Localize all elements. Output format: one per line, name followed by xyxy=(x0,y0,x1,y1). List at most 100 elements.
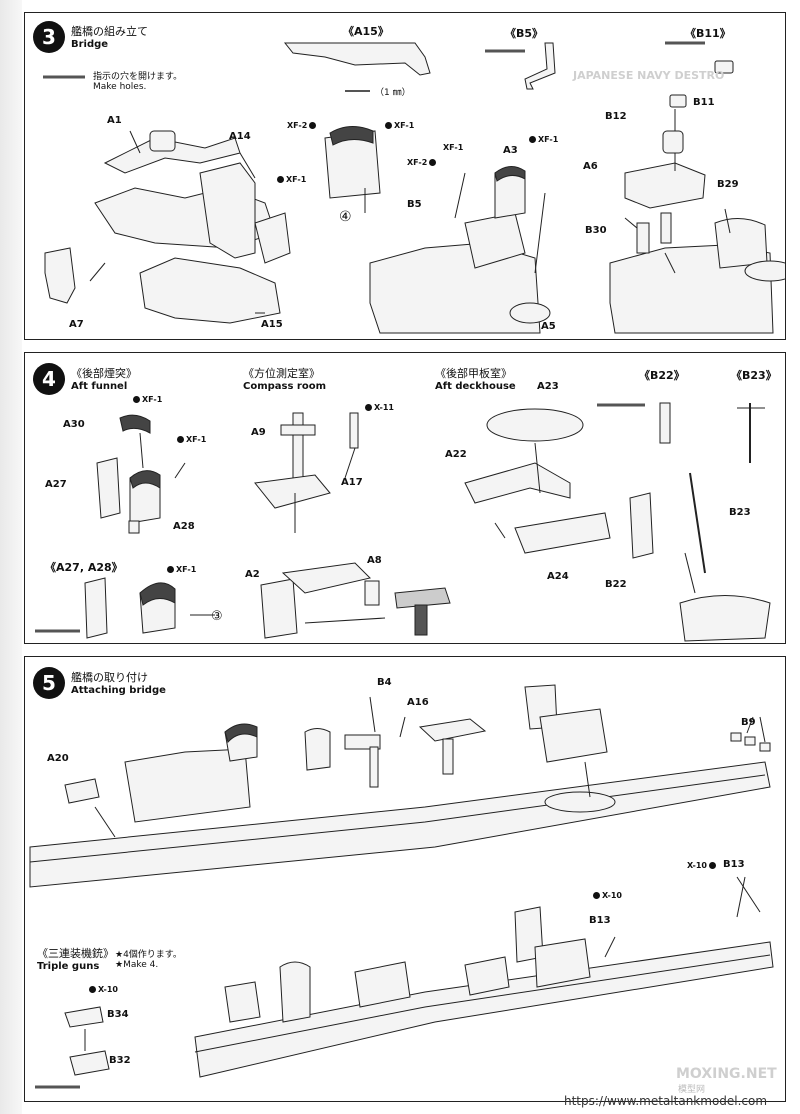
label-b23: B23 xyxy=(729,507,751,518)
watermark-sub: 模型网 xyxy=(678,1085,706,1095)
label-b13-b: B13 xyxy=(589,915,611,926)
paint-x10-c: X-10 xyxy=(87,985,118,994)
paint-x10-label-c: X-10 xyxy=(98,985,118,994)
label-a24: A24 xyxy=(547,571,569,582)
paint-x10-b: X-10 xyxy=(591,891,622,900)
step-5-panel: 5 艦橋の取り付け Attaching bridge B4 A16 A20 B9… xyxy=(24,656,786,1102)
label-b12: B12 xyxy=(605,111,627,122)
step-3-title: 艦橋の組み立て Bridge xyxy=(71,25,148,51)
paint-xf1-label-g: XF-1 xyxy=(176,565,197,574)
paint-xf2-label-b: XF-2 xyxy=(407,158,428,167)
paint-xf2-a: XF-2 xyxy=(287,121,318,130)
inset-b5-title: 《B5》 xyxy=(505,27,544,40)
paint-x10-label-b: X-10 xyxy=(602,891,622,900)
triple-guns-jp: 《三連装機銃》 xyxy=(37,947,114,960)
step-number-3: 3 xyxy=(33,21,65,53)
step-3-title-jp: 艦橋の組み立て xyxy=(71,25,148,38)
label-a6: A6 xyxy=(583,161,598,172)
step-number-5: 5 xyxy=(33,667,65,699)
label-a5: A5 xyxy=(541,321,556,332)
drill-size-1mm: （1 ㎜） xyxy=(375,88,411,98)
label-a20: A20 xyxy=(47,753,69,764)
label-a27: A27 xyxy=(45,479,67,490)
paint-xf2-label: XF-2 xyxy=(287,121,308,130)
step-ref-3: ③ xyxy=(211,609,223,624)
bridge-assembly-drawing xyxy=(43,41,785,334)
aft-deckhouse-title: 《後部甲板室》 Aft deckhouse xyxy=(435,367,516,393)
paint-xf2-b: XF-2 xyxy=(407,158,438,167)
paint-x11-label: X-11 xyxy=(374,403,394,412)
watermark-brand: MOXING.NET xyxy=(676,1066,777,1082)
inset-b22-title: 《B22》 xyxy=(639,369,685,382)
step-5-title-en: Attaching bridge xyxy=(71,685,166,696)
compass-room-en: Compass room xyxy=(243,381,327,392)
paint-xf1-label-e: XF-1 xyxy=(142,395,163,404)
paint-xf1-e: XF-1 xyxy=(131,395,162,404)
label-a17: A17 xyxy=(341,477,363,488)
triple-guns-en: Triple guns xyxy=(37,961,100,972)
step-3-title-en: Bridge xyxy=(71,39,109,50)
label-b11: B11 xyxy=(693,97,715,108)
label-b32: B32 xyxy=(109,1055,131,1066)
paint-x10-label-a: X-10 xyxy=(687,861,707,870)
label-a3: A3 xyxy=(503,145,518,156)
make-holes-en: Make holes. xyxy=(93,82,147,92)
label-a28: A28 xyxy=(173,521,195,532)
label-a7: A7 xyxy=(69,319,84,330)
label-a23: A23 xyxy=(537,381,559,392)
label-a15: A15 xyxy=(261,319,283,330)
make-4-en: ★Make 4. xyxy=(115,960,159,970)
step-5-title: 艦橋の取り付け Attaching bridge xyxy=(71,671,166,697)
label-a8: A8 xyxy=(367,555,382,566)
paint-x11: X-11 xyxy=(363,403,394,412)
label-b13-a: B13 xyxy=(723,859,745,870)
aft-deckhouse-en: Aft deckhouse xyxy=(435,381,516,392)
step-5-title-jp: 艦橋の取り付け xyxy=(71,671,148,684)
step-number-4: 4 xyxy=(33,363,65,395)
compass-room-jp: 《方位測定室》 xyxy=(243,367,320,380)
label-b5: B5 xyxy=(407,199,422,210)
label-b22: B22 xyxy=(605,579,627,590)
paint-xf1-label-d: XF-1 xyxy=(538,135,559,144)
label-b9: B9 xyxy=(741,717,756,728)
page-edge-shadow xyxy=(0,0,22,1114)
aft-deckhouse-jp: 《後部甲板室》 xyxy=(435,367,512,380)
step-ref-4: ④ xyxy=(339,209,352,225)
inset-b11-title: 《B11》 xyxy=(685,27,731,40)
step-3-panel: 3 艦橋の組み立て Bridge 指示の穴を開けます。 Make holes. … xyxy=(24,12,786,340)
label-a16: A16 xyxy=(407,697,429,708)
label-a30: A30 xyxy=(63,419,85,430)
label-b30: B30 xyxy=(585,225,607,236)
aft-funnel-en: Aft funnel xyxy=(71,381,128,392)
make-holes-jp: 指示の穴を開けます。 xyxy=(93,72,183,82)
label-a14: A14 xyxy=(229,131,251,142)
label-b29: B29 xyxy=(717,179,739,190)
paint-xf1-b: XF-1 xyxy=(383,121,414,130)
aft-parts-drawing xyxy=(35,402,771,642)
inset-a15-title: 《A15》 xyxy=(343,25,389,38)
paint-xf1-label-c: XF-1 xyxy=(443,143,464,152)
label-b4: B4 xyxy=(377,677,392,688)
make-4-jp: ★4個作ります。 xyxy=(115,950,182,960)
inset-a27-a28-title: 《A27, A28》 xyxy=(45,561,123,574)
make-4-note: ★4個作ります。 ★Make 4. xyxy=(115,947,182,970)
paint-xf1-f: XF-1 xyxy=(175,435,206,444)
paint-x10-a: X-10 xyxy=(687,861,718,870)
paint-xf1-label-b: XF-1 xyxy=(394,121,415,130)
label-a22: A22 xyxy=(445,449,467,460)
watermark-url: https://www.metaltankmodel.com xyxy=(564,1094,768,1108)
background-box-text: JAPANESE NAVY DESTRO xyxy=(573,69,725,82)
paint-xf1-a: XF-1 xyxy=(275,175,306,184)
aft-funnel-jp: 《後部煙突》 xyxy=(71,367,137,380)
compass-room-title: 《方位測定室》 Compass room xyxy=(243,367,326,393)
label-a9: A9 xyxy=(251,427,266,438)
paint-xf1-label: XF-1 xyxy=(286,175,307,184)
step-4-panel: 4 《後部煙突》 Aft funnel 《方位測定室》 Compass room… xyxy=(24,352,786,644)
label-b34: B34 xyxy=(107,1009,129,1020)
paint-xf1-d: XF-1 xyxy=(527,135,558,144)
aft-funnel-title: 《後部煙突》 Aft funnel xyxy=(71,367,137,393)
paint-xf1-label-f: XF-1 xyxy=(186,435,207,444)
make-holes-note: 指示の穴を開けます。 Make holes. xyxy=(93,69,182,92)
label-a2: A2 xyxy=(245,569,260,580)
paint-xf1-g: XF-1 xyxy=(165,565,196,574)
